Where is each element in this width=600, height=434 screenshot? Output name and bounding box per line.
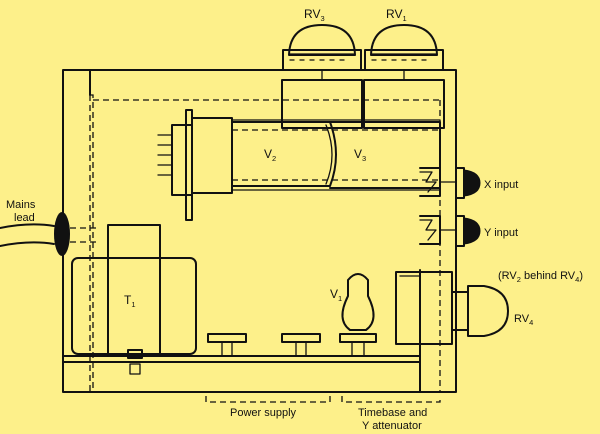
label-mains-2: lead <box>14 212 35 224</box>
transformer-t1 <box>71 224 197 357</box>
x-input-socket <box>419 167 481 199</box>
mains-lead <box>0 212 100 256</box>
timebase-box <box>395 271 453 345</box>
power-supply-components <box>127 333 377 375</box>
label-power-supply: Power supply <box>230 407 297 419</box>
label-timebase-2: Y attenuator <box>362 420 422 432</box>
rv3-potentiometer <box>281 24 363 129</box>
label-timebase-1: Timebase and <box>358 407 427 419</box>
dashed-enclosure <box>89 94 441 392</box>
label-rv2-note: (RV2 behind RV4) <box>498 270 583 284</box>
label-mains-1: Mains <box>6 199 36 211</box>
rv4-potentiometer <box>451 285 509 337</box>
crt-tube <box>157 109 441 221</box>
label-t1: T1 <box>124 293 136 309</box>
label-rv3: RV3 <box>304 7 325 23</box>
label-x-input: X input <box>484 179 518 191</box>
y-input-socket <box>419 215 481 247</box>
valve-v1 <box>341 273 375 331</box>
label-v3: V3 <box>354 147 366 163</box>
label-y-input: Y input <box>484 227 518 239</box>
label-v2: V2 <box>264 147 276 163</box>
rv1-potentiometer <box>363 24 445 129</box>
label-rv4: RV4 <box>514 313 533 327</box>
bottom-brackets <box>205 396 441 403</box>
label-v1: V1 <box>330 287 342 303</box>
label-rv1: RV1 <box>386 7 407 23</box>
labels: RV3 RV1 V2 V3 X input Y input Mains lead… <box>6 7 583 432</box>
